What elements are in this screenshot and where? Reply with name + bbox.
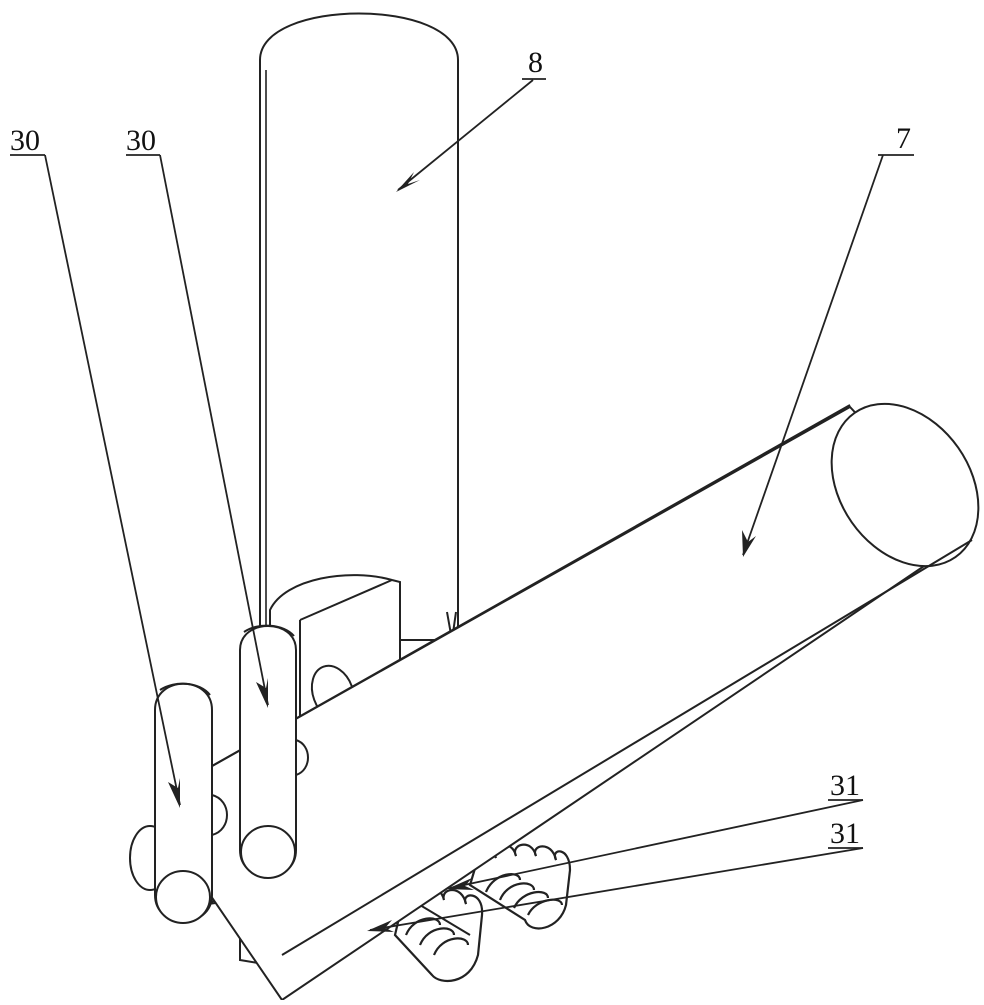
spring-upper xyxy=(468,843,572,930)
leader-31a xyxy=(447,799,864,890)
leader-7 xyxy=(742,154,914,557)
label-31a: 31 xyxy=(830,769,860,802)
label-8: 8 xyxy=(528,46,543,79)
pin-right xyxy=(239,624,309,879)
tube-end-face xyxy=(830,402,980,568)
leader-30a xyxy=(10,154,181,808)
label-30a: 30 xyxy=(10,124,40,157)
vertical-cylinder-part-8 xyxy=(259,12,459,641)
pin-left xyxy=(154,682,228,924)
leader-31b xyxy=(367,847,864,932)
leader-8 xyxy=(396,78,546,192)
label-31b: 31 xyxy=(830,817,860,850)
label-30b: 30 xyxy=(126,124,156,157)
label-7: 7 xyxy=(896,122,911,155)
leader-30b xyxy=(126,154,269,708)
